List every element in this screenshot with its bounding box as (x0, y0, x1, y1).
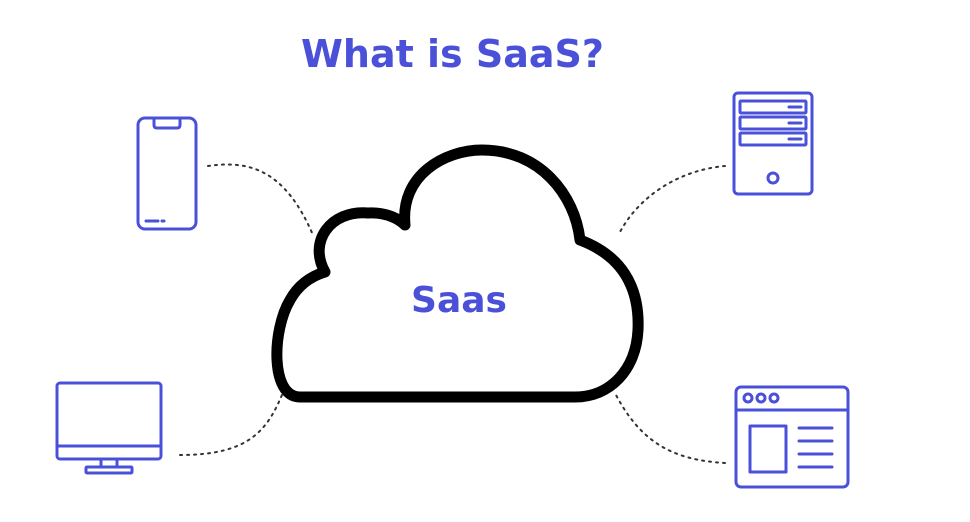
server-tower-icon (732, 91, 814, 196)
connector-server (619, 165, 726, 233)
diagram-title: What is SaaS? (301, 32, 604, 76)
desktop-monitor-icon (55, 381, 163, 475)
smartphone-icon (136, 116, 198, 231)
browser-window-icon (734, 385, 850, 489)
cloud-label: Saas (411, 280, 507, 321)
cloud-icon: Saas (271, 144, 644, 403)
connector-browser (615, 394, 726, 464)
connector-smartphone (207, 163, 314, 236)
connectors (179, 163, 726, 464)
connector-desktop (179, 389, 285, 456)
